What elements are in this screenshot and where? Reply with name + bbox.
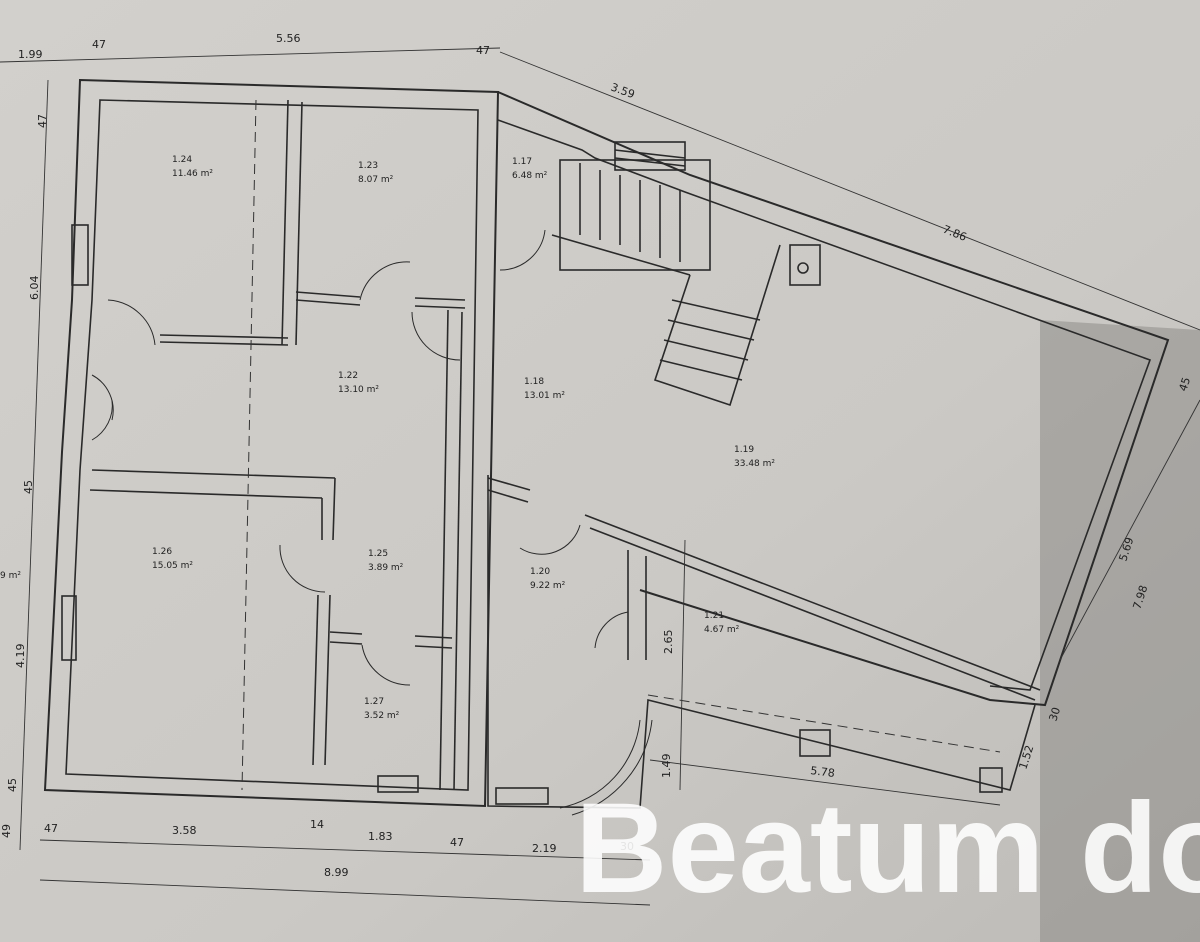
dim-left-3: 45 bbox=[22, 480, 35, 494]
room-id: 1.20 bbox=[530, 567, 550, 577]
room-area: 13.10 m² bbox=[338, 385, 379, 395]
room-id: 1.18 bbox=[524, 377, 544, 387]
room-id: 1.21 bbox=[704, 611, 724, 621]
dim-bottom-2: 3.58 bbox=[172, 824, 197, 837]
room-area: 3.52 m² bbox=[364, 711, 400, 721]
room-area-cropped: 9 m² bbox=[0, 571, 21, 581]
watermark: Beatum doo bbox=[575, 777, 1200, 920]
dim-top-4: 47 bbox=[476, 44, 490, 57]
dim-left-4: 4.19 bbox=[14, 644, 27, 669]
dim-bottom-9: 5.78 bbox=[810, 764, 836, 780]
room-id: 1.22 bbox=[338, 371, 358, 381]
dim-left-5: 45 bbox=[6, 778, 19, 792]
room-id: 1.19 bbox=[734, 445, 754, 455]
dim-bottom-5: 47 bbox=[450, 836, 464, 849]
room-area: 13.01 m² bbox=[524, 391, 565, 401]
dim-bottom-6: 2.19 bbox=[532, 842, 557, 855]
dim-right-1: 45 bbox=[1176, 376, 1193, 393]
walls bbox=[43, 78, 1170, 816]
dim-top-2: 47 bbox=[92, 38, 106, 51]
dimension-lines bbox=[0, 47, 1200, 906]
dim-bottom-4: 1.83 bbox=[368, 830, 393, 843]
room-id: 1.25 bbox=[368, 549, 388, 559]
dim-top-1: 1.99 bbox=[18, 48, 43, 61]
room-area: 4.67 m² bbox=[704, 625, 740, 635]
room-id: 1.23 bbox=[358, 161, 378, 171]
dim-bottom-1: 47 bbox=[44, 822, 58, 835]
dim-bottom-7: 30 bbox=[620, 840, 634, 853]
room-area: 6.48 m² bbox=[512, 171, 548, 181]
room-labels: 1.24 11.46 m² 1.23 8.07 m² 1.17 6.48 m² … bbox=[0, 155, 775, 721]
room-area: 11.46 m² bbox=[172, 169, 213, 179]
room-id: 1.17 bbox=[512, 157, 532, 167]
dim-top-3: 5.56 bbox=[276, 32, 301, 45]
dim-left-1: 47 bbox=[36, 114, 49, 128]
room-id: 1.27 bbox=[364, 697, 384, 707]
room-area: 3.89 m² bbox=[368, 563, 404, 573]
dim-right-7: 1.49 bbox=[660, 754, 673, 779]
dim-bottom-3: 14 bbox=[310, 818, 324, 831]
dim-right-4: 30 bbox=[1046, 706, 1063, 723]
room-area: 33.48 m² bbox=[734, 459, 775, 469]
dim-right-6: 2.65 bbox=[662, 630, 675, 655]
room-id: 1.26 bbox=[152, 547, 172, 557]
dim-bottom-8: 8.99 bbox=[324, 866, 349, 879]
dim-left-2: 6.04 bbox=[28, 276, 41, 301]
dim-left-6: 49 bbox=[0, 824, 13, 838]
dashed-lines bbox=[241, 99, 1001, 791]
room-area: 9.22 m² bbox=[530, 581, 566, 591]
room-area: 8.07 m² bbox=[358, 175, 394, 185]
room-id: 1.24 bbox=[172, 155, 192, 165]
room-area: 15.05 m² bbox=[152, 561, 193, 571]
neighbour-hatch-area bbox=[1040, 320, 1200, 942]
